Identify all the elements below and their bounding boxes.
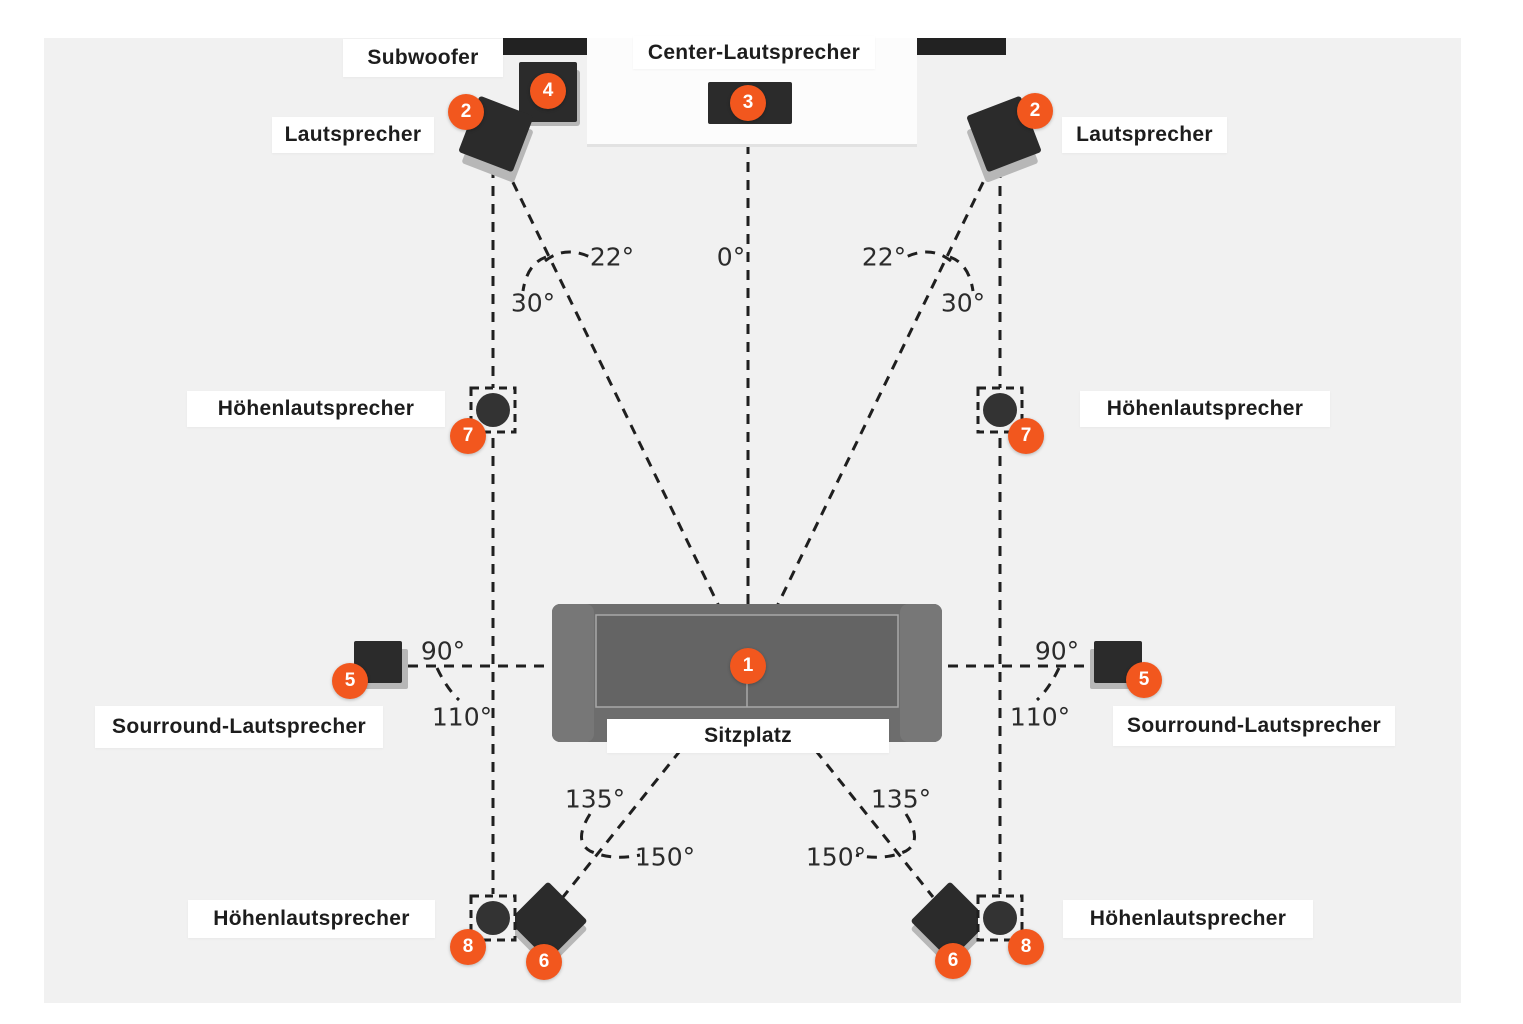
guide-front-right [746, 165, 993, 667]
angle-front-left-22: 22° [589, 242, 635, 272]
angle-rear-left-135: 135° [564, 784, 626, 814]
marker-seat: 1 [730, 648, 766, 684]
label-height-rear-right: Höhenlautsprecher [1063, 900, 1313, 938]
angle-front-right-22: 22° [861, 242, 907, 272]
arc-front-left-22 [544, 250, 595, 263]
arc-front-left-30 [521, 255, 547, 292]
marker-height-rear-right: 8 [1008, 929, 1044, 965]
label-height-rear-left: Höhenlautsprecher [188, 900, 435, 938]
angle-rear-right-150: 150° [805, 842, 867, 872]
marker-height-mid-right: 7 [1008, 418, 1044, 454]
angle-side-right-90: 90° [1034, 636, 1080, 666]
marker-front-right: 2 [1017, 93, 1053, 129]
guide-rear-right [746, 665, 935, 898]
marker-surround-left: 5 [332, 663, 368, 699]
height-rear-left-driver [476, 901, 510, 935]
marker-subwoofer: 4 [530, 73, 566, 109]
marker-height-rear-left: 8 [450, 929, 486, 965]
angle-center-0: 0° [716, 242, 746, 272]
arc-side-right [1035, 667, 1061, 702]
room-floor [44, 38, 1461, 1003]
label-height-mid-left: Höhenlautsprecher [187, 391, 445, 427]
marker-surround-right: 5 [1126, 662, 1162, 698]
height-mid-left-driver [476, 393, 510, 427]
label-surround-right: Sourround-Lautsprecher [1113, 706, 1395, 746]
rear-right-speaker [911, 882, 989, 968]
arc-side-left [435, 667, 461, 702]
marker-center: 3 [730, 85, 766, 121]
tv-console-shadow [587, 144, 917, 147]
angle-rear-left-150: 150° [634, 842, 696, 872]
label-center-speaker: Center-Lautsprecher [633, 36, 875, 69]
arc-front-right-22 [901, 250, 952, 263]
label-front-right-speaker: Lautsprecher [1062, 117, 1227, 153]
arc-rear-left [580, 813, 641, 859]
label-subwoofer: Subwoofer [343, 39, 503, 77]
angle-guide-lines [408, 126, 1094, 898]
marker-height-mid-left: 7 [450, 418, 486, 454]
arc-rear-right [855, 813, 916, 859]
angle-front-left-30: 30° [510, 288, 556, 318]
marker-rear-left: 6 [526, 944, 562, 980]
angle-side-right-110: 110° [1009, 702, 1071, 732]
angle-rear-right-135: 135° [870, 784, 932, 814]
label-front-left-speaker: Lautsprecher [272, 117, 434, 153]
rear-left-speaker [509, 882, 587, 968]
angle-side-left-90: 90° [420, 636, 466, 666]
marker-front-left: 2 [448, 94, 484, 130]
height-mid-right-driver [983, 393, 1017, 427]
height-rear-right-driver [983, 901, 1017, 935]
label-seat: Sitzplatz [607, 719, 889, 753]
label-height-mid-right: Höhenlautsprecher [1080, 391, 1330, 427]
arc-front-right-30 [949, 255, 975, 292]
height-speaker-drivers [476, 393, 1017, 935]
guide-front-left [503, 165, 750, 667]
angle-side-left-110: 110° [431, 702, 493, 732]
label-surround-left: Sourround-Lautsprecher [95, 706, 383, 748]
angle-front-right-30: 30° [940, 288, 986, 318]
marker-rear-right: 6 [935, 943, 971, 979]
guide-rear-left [561, 665, 750, 898]
